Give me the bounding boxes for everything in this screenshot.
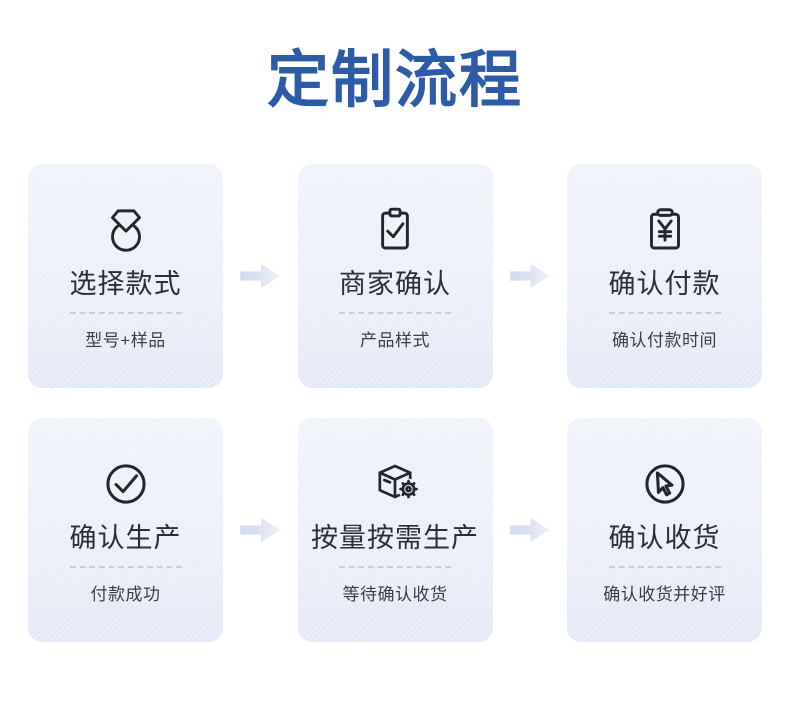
flow-arrow-icon bbox=[509, 264, 550, 288]
dashed-divider bbox=[608, 311, 721, 314]
step-label: 确认生产 bbox=[69, 523, 182, 553]
dashed-divider bbox=[608, 565, 721, 568]
payment-yuan-icon bbox=[638, 202, 692, 258]
flow-arrow-icon bbox=[509, 518, 550, 542]
step-card-merchant-confirm: 商家确认 产品样式 bbox=[297, 164, 493, 388]
step-card-confirm-production: 确认生产 付款成功 bbox=[28, 418, 223, 642]
clipboard-check-icon bbox=[368, 202, 422, 258]
step-label: 确认付款 bbox=[608, 269, 721, 299]
step-card-confirm-payment: 确认付款 确认付款时间 bbox=[567, 164, 762, 388]
step-label: 选择款式 bbox=[69, 269, 182, 299]
step-card-on-demand-production: 按量按需生产 等待确认收货 bbox=[297, 418, 493, 642]
cursor-circle-icon bbox=[637, 456, 693, 512]
flow-arrow-icon bbox=[240, 264, 281, 288]
step-sublabel: 等待确认收货 bbox=[342, 584, 448, 604]
process-flow: 选择款式 型号+样品 商家确认 产品样式 bbox=[28, 164, 762, 642]
flow-row-1: 选择款式 型号+样品 商家确认 产品样式 bbox=[28, 164, 762, 388]
step-sublabel: 产品样式 bbox=[360, 330, 430, 350]
step-label: 确认收货 bbox=[608, 523, 721, 553]
dashed-divider bbox=[69, 565, 182, 568]
step-card-choose-style: 选择款式 型号+样品 bbox=[28, 164, 223, 388]
step-sublabel: 确认付款时间 bbox=[612, 330, 717, 350]
step-label: 按量按需生产 bbox=[311, 523, 479, 553]
ring-icon bbox=[99, 202, 153, 258]
step-card-confirm-receipt: 确认收货 确认收货并好评 bbox=[567, 418, 762, 642]
dashed-divider bbox=[339, 311, 451, 314]
step-sublabel: 型号+样品 bbox=[85, 330, 166, 350]
dashed-divider bbox=[69, 311, 182, 314]
step-sublabel: 确认收货并好评 bbox=[603, 584, 726, 604]
flow-arrow-icon bbox=[240, 518, 281, 542]
box-gear-icon bbox=[368, 456, 422, 512]
page-title: 定制流程 bbox=[266, 46, 523, 115]
step-label: 商家确认 bbox=[339, 269, 451, 299]
dashed-divider bbox=[339, 565, 451, 568]
flow-row-2: 确认生产 付款成功 按量按需生产 等待确认收货 bbox=[28, 418, 762, 642]
check-circle-icon bbox=[98, 456, 154, 512]
step-sublabel: 付款成功 bbox=[90, 584, 161, 604]
